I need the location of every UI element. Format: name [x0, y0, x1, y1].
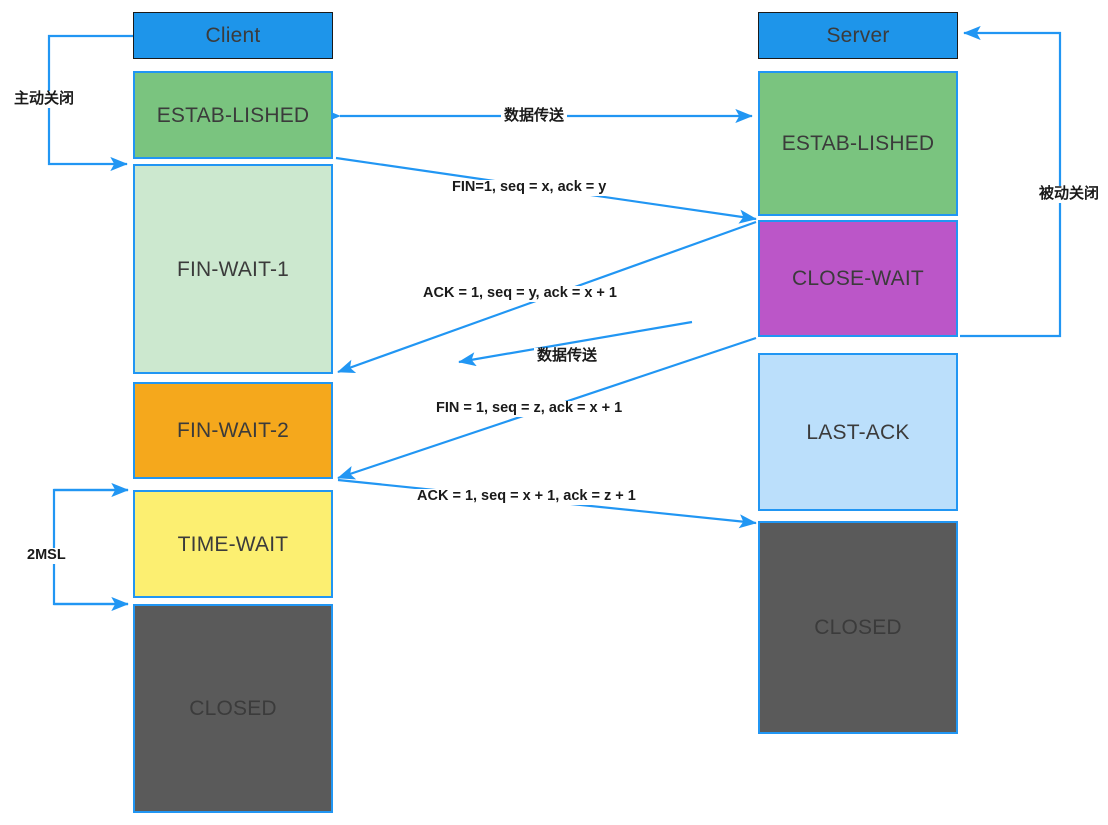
server-state-close-wait[interactable]: CLOSE-WAIT [758, 220, 958, 337]
label-ack-seq-y: ACK = 1, seq = y, ack = x + 1 [420, 285, 620, 302]
server-state-last-ack[interactable]: LAST-ACK [758, 353, 958, 511]
server-header[interactable]: Server [758, 12, 958, 59]
label-fin-seq-x: FIN=1, seq = x, ack = y [449, 179, 610, 196]
server-state-established-label: ESTAB-LISHED [781, 132, 935, 155]
server-state-established[interactable]: ESTAB-LISHED [758, 71, 958, 216]
client-state-closed-label: CLOSED [189, 697, 277, 720]
client-state-time-wait[interactable]: TIME-WAIT [133, 490, 333, 598]
client-state-time-wait-label: TIME-WAIT [177, 532, 289, 556]
label-ack-seq-x1: ACK = 1, seq = x + 1, ack = z + 1 [414, 488, 639, 505]
label-active-close: 主动关闭 [11, 90, 78, 108]
label-2msl: 2MSL [24, 547, 69, 564]
client-state-closed[interactable]: CLOSED [133, 604, 333, 813]
client-header[interactable]: Client [133, 12, 333, 59]
client-state-established[interactable]: ESTAB-LISHED [133, 71, 333, 159]
client-header-label: Client [205, 24, 261, 47]
client-state-fin-wait-1-label: FIN-WAIT-1 [176, 257, 290, 281]
label-fin-seq-z: FIN = 1, seq = z, ack = x + 1 [433, 400, 626, 417]
label-passive-close: 被动关闭 [1036, 185, 1103, 203]
server-state-last-ack-label: LAST-ACK [806, 420, 910, 444]
client-state-fin-wait-2-label: FIN-WAIT-2 [176, 419, 290, 442]
label-data-transfer-top: 数据传送 [501, 107, 568, 125]
server-header-label: Server [826, 24, 890, 47]
server-state-close-wait-label: CLOSE-WAIT [792, 267, 924, 290]
client-state-fin-wait-2[interactable]: FIN-WAIT-2 [133, 382, 333, 479]
client-state-established-label: ESTAB-LISHED [156, 103, 310, 127]
server-state-closed[interactable]: CLOSED [758, 521, 958, 734]
server-state-closed-label: CLOSED [814, 616, 902, 639]
label-data-transfer-bottom: 数据传送 [534, 347, 601, 365]
client-state-fin-wait-1[interactable]: FIN-WAIT-1 [133, 164, 333, 374]
